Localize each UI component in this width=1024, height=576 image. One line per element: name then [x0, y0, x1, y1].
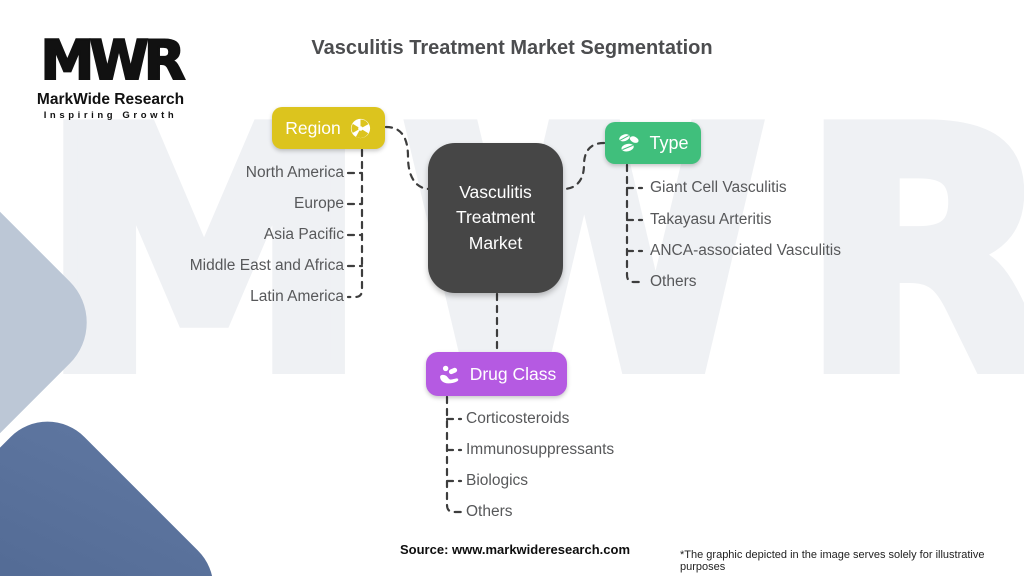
drug-class-item-others: Others	[466, 503, 513, 520]
region-item-asia-pacific: Asia Pacific	[263, 226, 344, 243]
connector-type-to-center	[561, 141, 606, 191]
pills-icon	[617, 131, 641, 155]
type-item-anca-associated-vasculitis: ANCA-associated Vasculitis	[650, 242, 841, 259]
connector-region-spine	[346, 148, 364, 299]
globe-icon	[349, 117, 372, 140]
drug-class-badge-label: Drug Class	[469, 363, 557, 384]
type-badge-label: Type	[649, 132, 689, 153]
center-node-vasculitis-treatment-market: Vasculitis Treatment Market	[428, 143, 563, 293]
drug-class-item-biologics: Biologics	[466, 472, 529, 489]
branch-badge-drug-class: Drug Class	[426, 352, 567, 396]
markwide-logo: MWR MarkWide Research Inspiring Growth	[33, 29, 188, 122]
type-item-takayasu-arteritis: Takayasu Arteritis	[650, 211, 772, 228]
region-badge-label: Region	[285, 117, 341, 138]
branch-badge-region: Region	[272, 107, 385, 149]
page-title: Vasculitis Treatment Market Segmentation	[311, 37, 713, 59]
region-item-middle-east-and-africa: Middle East and Africa	[189, 257, 344, 274]
drug-class-item-corticosteroids: Corticosteroids	[466, 410, 570, 427]
logo-name: MarkWide Research	[36, 91, 185, 108]
logo-mark: MWR	[40, 29, 187, 92]
connector-type-spine	[625, 163, 644, 284]
type-item-others: Others	[650, 273, 697, 290]
region-item-europe: Europe	[294, 195, 344, 212]
region-item-north-america: North America	[245, 164, 344, 181]
logo-tagline: Inspiring Growth	[43, 110, 178, 121]
type-item-giant-cell-vasculitis: Giant Cell Vasculitis	[650, 179, 787, 196]
branch-badge-type: Type	[605, 122, 701, 164]
connector-drug-spine	[445, 395, 463, 514]
source-text: Source: www.markwideresearch.com	[400, 542, 631, 557]
region-item-latin-america: Latin America	[250, 288, 344, 305]
hand-pills-icon	[437, 362, 462, 387]
disclaimer-text: *The graphic depicted in the image serve…	[680, 549, 985, 573]
connector-region-to-center	[384, 125, 432, 191]
center-node-label: Vasculitis Treatment Market	[455, 181, 536, 253]
drug-class-item-immunosuppressants: Immunosuppressants	[466, 441, 615, 458]
